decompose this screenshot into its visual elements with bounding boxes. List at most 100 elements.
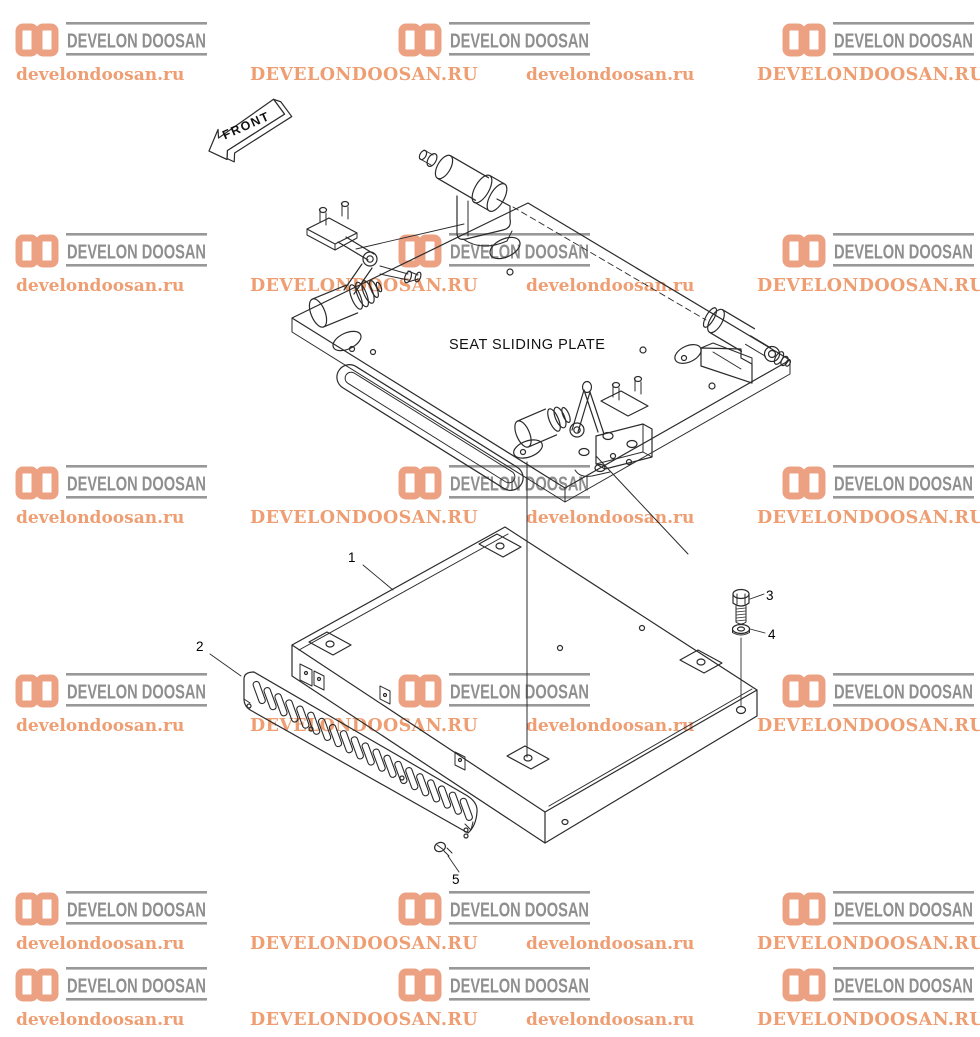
- seat-sliding-plate-parts-diagram: FRONT: [196, 98, 792, 887]
- watermark-url-lower: develondoosan.ru: [526, 276, 695, 296]
- logo-rule-bottom: [66, 264, 207, 267]
- logo-wordmark: DEVELON DOOSAN: [67, 241, 206, 264]
- watermark-url-lower: develondoosan.ru: [16, 716, 185, 736]
- watermark-url-lower: develondoosan.ru: [526, 934, 695, 954]
- watermark-row: DEVELON DOOSAN DEVELON DOOSAN DEVELON DO…: [0, 22, 980, 92]
- watermark-url-lower: develondoosan.ru: [16, 276, 185, 296]
- watermark-url-upper: DEVELONDOOSAN.RU: [757, 65, 980, 85]
- logo-wordmark: DEVELON DOOSAN: [67, 473, 206, 496]
- logo-wordmark: DEVELON DOOSAN: [834, 30, 973, 53]
- callout-4: 4: [768, 627, 776, 642]
- logo-rule-bottom: [66, 704, 207, 707]
- logo-rule-top: [449, 233, 590, 236]
- dd-chain-icon: [782, 23, 826, 57]
- logo-wordmark: DEVELON DOOSAN: [834, 899, 973, 922]
- watermark-url-lower: develondoosan.ru: [16, 1010, 185, 1030]
- logo-rule-bottom: [449, 264, 590, 267]
- callout-1: 1: [348, 550, 356, 565]
- watermark-url-upper: DEVELONDOOSAN.RU: [250, 276, 479, 296]
- dd-chain-icon: [15, 674, 59, 708]
- dd-chain-icon: [15, 892, 59, 926]
- screw-part-5: [434, 833, 469, 857]
- logo-wordmark: DEVELON DOOSAN: [67, 681, 206, 704]
- develon-doosan-logo: DEVELON DOOSAN: [398, 22, 590, 57]
- dd-chain-icon: [398, 466, 442, 500]
- logo-rule-bottom: [449, 998, 590, 1001]
- mounting-pads: [308, 533, 723, 770]
- develon-doosan-logo: DEVELON DOOSAN: [15, 891, 207, 926]
- dd-chain-icon: [398, 234, 442, 268]
- base-plate-part-1: [291, 526, 758, 844]
- develon-doosan-logo: DEVELON DOOSAN: [782, 233, 974, 268]
- logo-rule-bottom: [449, 496, 590, 499]
- watermark-url-upper: DEVELONDOOSAN.RU: [250, 1010, 479, 1030]
- watermark-url-upper: DEVELONDOOSAN.RU: [250, 65, 479, 85]
- assembly-connector-lines: [526, 455, 689, 758]
- logo-rule-top: [66, 233, 207, 236]
- right-roller-assembly: [700, 307, 792, 384]
- logo-rule-bottom: [833, 704, 974, 707]
- logo-rule-top: [449, 465, 590, 468]
- develon-doosan-logo: DEVELON DOOSAN: [15, 465, 207, 500]
- watermark-url-upper: DEVELONDOOSAN.RU: [250, 934, 479, 954]
- slide-handle: [336, 364, 524, 491]
- watermark-url-upper: DEVELONDOOSAN.RU: [757, 934, 980, 954]
- bottom-lock-mechanism: [513, 375, 653, 477]
- logo-rule-top: [833, 673, 974, 676]
- develon-doosan-logo: DEVELON DOOSAN: [398, 673, 590, 708]
- watermark-url-lower: develondoosan.ru: [526, 1010, 695, 1030]
- watermark-url-upper: DEVELONDOOSAN.RU: [757, 1010, 980, 1030]
- logo-rule-top: [449, 891, 590, 894]
- watermark-url-lower: develondoosan.ru: [526, 716, 695, 736]
- develon-doosan-logo: DEVELON DOOSAN: [398, 465, 590, 500]
- logo-rule-bottom: [449, 53, 590, 56]
- logo-rule-top: [66, 967, 207, 970]
- top-roller-assembly: [418, 149, 513, 247]
- dd-chain-icon: [15, 466, 59, 500]
- develon-doosan-logo: DEVELON DOOSAN: [15, 22, 207, 57]
- hex-bolt-part-3: [732, 588, 750, 625]
- logo-rule-top: [833, 891, 974, 894]
- develon-doosan-logo: DEVELON DOOSAN: [782, 22, 974, 57]
- logo-wordmark: DEVELON DOOSAN: [67, 899, 206, 922]
- logo-rule-top: [449, 673, 590, 676]
- left-lock-mechanism: [306, 200, 465, 328]
- logo-rule-top: [833, 967, 974, 970]
- front-direction-arrow: FRONT: [208, 98, 293, 163]
- dd-chain-icon: [398, 892, 442, 926]
- callouts: 1 2 3 4 5: [196, 550, 776, 887]
- logo-wordmark: DEVELON DOOSAN: [834, 473, 973, 496]
- watermark-url-lower: develondoosan.ru: [526, 65, 695, 85]
- watermark-url-upper: DEVELONDOOSAN.RU: [757, 508, 980, 528]
- logo-wordmark: DEVELON DOOSAN: [450, 899, 589, 922]
- develon-doosan-logo: DEVELON DOOSAN: [782, 465, 974, 500]
- dd-chain-icon: [398, 23, 442, 57]
- hidden-edge-dashed-line: [512, 206, 707, 321]
- callout-2: 2: [196, 639, 204, 654]
- logo-wordmark: DEVELON DOOSAN: [834, 681, 973, 704]
- logo-rule-top: [66, 22, 207, 25]
- logo-rule-top: [66, 465, 207, 468]
- logo-rule-bottom: [66, 53, 207, 56]
- logo-rule-bottom: [449, 922, 590, 925]
- washer-part-4: [731, 623, 751, 707]
- logo-rule-bottom: [66, 998, 207, 1001]
- dd-chain-icon: [782, 892, 826, 926]
- logo-rule-bottom: [833, 922, 974, 925]
- dd-chain-icon: [782, 674, 826, 708]
- logo-rule-top: [66, 673, 207, 676]
- logo-rule-bottom: [66, 496, 207, 499]
- watermark-url-lower: develondoosan.ru: [16, 934, 185, 954]
- logo-rule-top: [449, 967, 590, 970]
- watermark-url-upper: DEVELONDOOSAN.RU: [250, 716, 479, 736]
- dd-chain-icon: [15, 23, 59, 57]
- develon-doosan-logo: DEVELON DOOSAN: [398, 891, 590, 926]
- logo-rule-top: [833, 465, 974, 468]
- logo-rule-bottom: [833, 998, 974, 1001]
- watermark-url-upper: DEVELONDOOSAN.RU: [757, 716, 980, 736]
- logo-wordmark: DEVELON DOOSAN: [450, 30, 589, 53]
- callout-5: 5: [452, 872, 460, 887]
- dd-chain-icon: [782, 466, 826, 500]
- dd-chain-icon: [782, 234, 826, 268]
- develon-doosan-logo: DEVELON DOOSAN: [15, 233, 207, 268]
